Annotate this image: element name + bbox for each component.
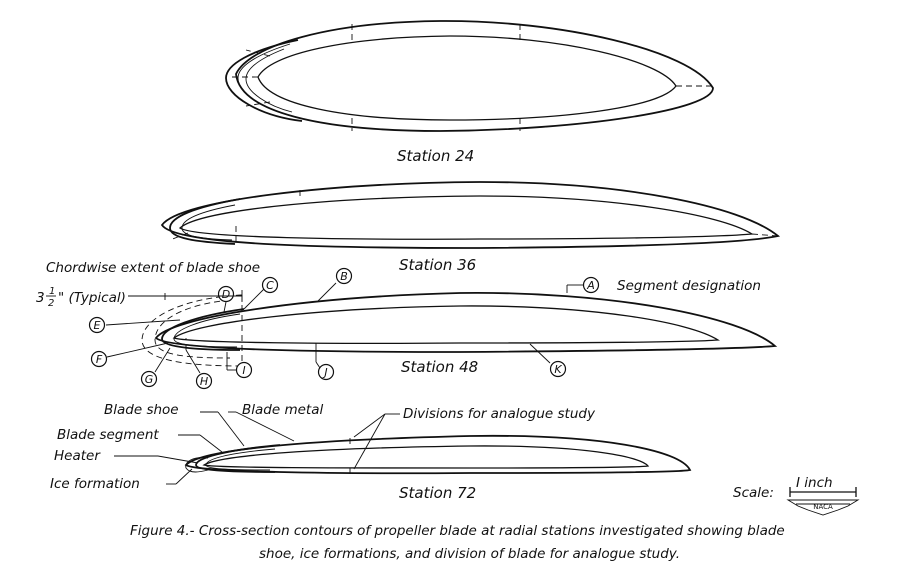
scale-bar	[789, 487, 857, 497]
station-72-contour	[184, 434, 692, 475]
naca-logo: NACA	[786, 499, 860, 516]
svg-text:C: C	[266, 279, 274, 292]
svg-text:K: K	[554, 363, 562, 376]
station-24-contour	[225, 20, 714, 132]
heater-label: Heater	[54, 448, 101, 464]
segment-F: F	[90, 350, 108, 368]
caption-line-1: Figure 4.- Cross-section contours of pro…	[130, 523, 785, 539]
segment-A: A	[582, 276, 600, 294]
svg-text:3: 3	[36, 290, 45, 306]
svg-text:J: J	[322, 366, 327, 379]
divisions-label: Divisions for analogue study	[403, 406, 596, 422]
caption-line-2: shoe, ice formations, and division of bl…	[259, 546, 680, 562]
ice-formation-label: Ice formation	[50, 476, 140, 492]
svg-text:B: B	[340, 270, 348, 283]
svg-text:G: G	[145, 373, 154, 386]
svg-text:" (Typical): " (Typical)	[58, 290, 126, 306]
svg-text:F: F	[96, 353, 103, 366]
station-72-label: Station 72	[399, 484, 476, 502]
segment-designation-label: Segment designation	[617, 278, 761, 294]
chordwise-extent-label: Chordwise extent of blade shoe	[46, 260, 260, 276]
svg-text:1: 1	[49, 286, 55, 297]
station-36-contour	[160, 181, 781, 249]
station-48-contour	[141, 292, 778, 367]
scale-label: Scale:	[733, 485, 774, 501]
station-24-label: Station 24	[397, 147, 474, 165]
svg-text:E: E	[94, 319, 101, 332]
chordwise-dimension-line	[128, 290, 243, 302]
segment-J: J	[317, 363, 335, 381]
segment-leaders	[105, 282, 583, 374]
blade-segment-label: Blade segment	[57, 427, 159, 443]
blade-shoe-label: Blade shoe	[104, 402, 179, 418]
segment-G: G	[140, 370, 158, 388]
segment-C: C	[261, 276, 279, 294]
segment-I: I	[235, 361, 253, 379]
blade-metal-label: Blade metal	[242, 402, 323, 418]
scale-unit-label: I inch	[796, 475, 833, 491]
station-36-label: Station 36	[399, 256, 476, 274]
svg-text:D: D	[222, 288, 230, 301]
svg-text:A: A	[586, 279, 595, 292]
station-48-label: Station 48	[401, 358, 478, 376]
svg-text:2: 2	[48, 298, 54, 309]
segment-B: B	[335, 267, 353, 285]
segment-K: K	[549, 360, 567, 378]
svg-text:H: H	[200, 375, 208, 388]
svg-text:I: I	[242, 364, 245, 377]
station-72-leaders	[114, 411, 400, 485]
segment-E: E	[88, 316, 106, 334]
typical-dimension-label: 3 1 2 " (Typical)	[36, 286, 126, 309]
svg-text:NACA: NACA	[813, 503, 833, 511]
segment-H: H	[195, 372, 213, 390]
segment-D: D	[217, 285, 235, 303]
